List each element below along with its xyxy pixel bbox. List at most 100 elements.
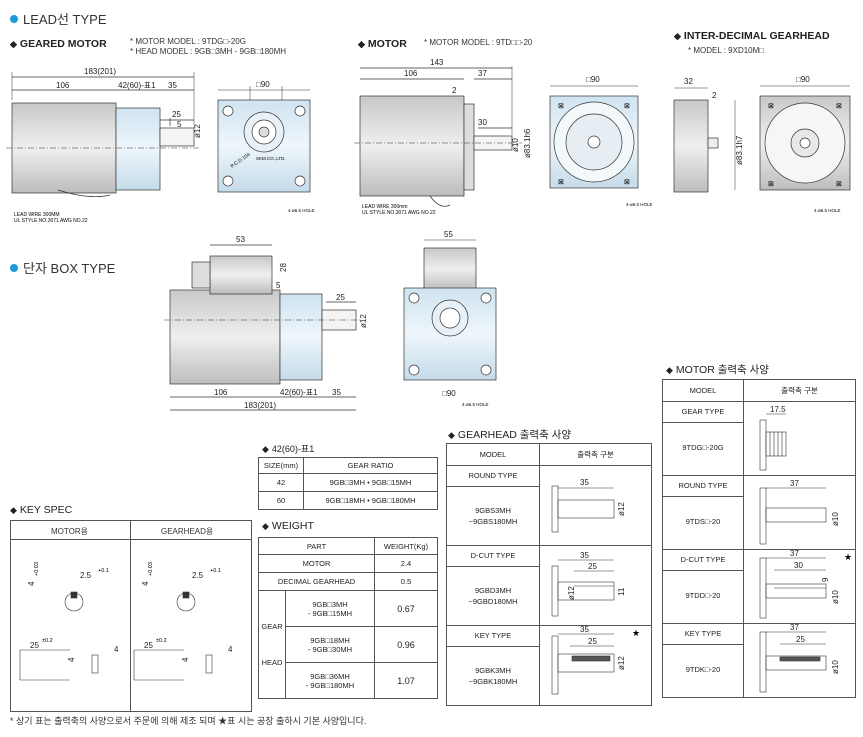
dcut-shaft-drawing: 35 25 ø12 11 [551, 551, 626, 617]
svg-text:ø12: ø12 [617, 656, 626, 670]
motor-dim-phi10: ø10 [511, 138, 520, 152]
table-row: 9GB□18MH- 9GB□30MH 0.96 [259, 626, 438, 663]
footnote: * 상기 표는 출력축의 사양으로서 주문에 의해 제조 되며 ★표 시는 공장… [10, 716, 367, 726]
term-hole-note: 4-ø6.5 HOLE [462, 402, 489, 407]
motor-lead-note2: UL STYLE NO.3071 AWG NO.22 [362, 210, 436, 216]
svg-text:11: 11 [617, 587, 626, 596]
bullet-dot-icon [10, 15, 18, 23]
gm-dim-total: 183(201) [84, 67, 116, 76]
inter-decimal-front-view: ⊠⊠ ⊠⊠ [759, 85, 851, 191]
diamond-icon: ◆ [262, 444, 269, 454]
term-dim-53: 53 [236, 235, 245, 244]
motor-dim-2: 2 [452, 86, 457, 95]
key-spec-header-motor: MOTOR용 [51, 527, 88, 536]
svg-text:⊠: ⊠ [624, 179, 630, 186]
svg-text:35: 35 [580, 478, 589, 487]
motor-dim-30: 30 [478, 118, 487, 127]
diamond-icon: ◆ [262, 521, 269, 531]
motor-front-view: ⊠ ⊠ ⊠ ⊠ [549, 85, 639, 189]
gm-dim-sq90: □90 [256, 80, 270, 89]
svg-text:9: 9 [821, 577, 830, 582]
geared-motor-front-view [217, 86, 311, 193]
geared-motor-side-view [6, 72, 200, 197]
key-spec-box: MOTOR용 GEARHEAD용 [10, 520, 252, 712]
table-row: KEY TYPE 9TDK□-20 37 25 ø10 [662, 623, 856, 698]
weight-heading: ◆WEIGHT [262, 520, 314, 532]
svg-text:37: 37 [790, 479, 799, 488]
term-dim-28: 28 [279, 263, 288, 272]
weight-header-part: PART [258, 537, 375, 555]
gm-dim-42: 42(60)-표1 [118, 81, 156, 90]
lead-type-title: LEAD선 TYPE [10, 9, 107, 28]
key-spec-heading: ◆KEY SPEC [10, 504, 73, 516]
inter-decimal-heading: ◆INTER-DECIMAL GEARHEAD [674, 30, 830, 42]
svg-text:⊠: ⊠ [836, 103, 842, 110]
svg-text:ø12: ø12 [567, 586, 576, 600]
dcut-type-shaft-drawing: 37 30 ø10 9 ★ [759, 550, 852, 619]
gm-dim-25: 25 [172, 110, 181, 119]
gm-dim-5: 5 [177, 120, 182, 129]
term-dim-25: 25 [336, 293, 345, 302]
key-spec-header-gearhead: GEARHEAD용 [161, 527, 214, 536]
inter-dim-32: 32 [684, 77, 693, 86]
diamond-icon: ◆ [448, 430, 455, 440]
geared-head-model: * HEAD MODEL : 9GB□3MH - 9GB□180MH [130, 47, 287, 56]
svg-text:ø10: ø10 [831, 590, 840, 604]
table-row: D-CUT TYPE 9TDD□-20 37 30 ø10 9 ★ [662, 549, 856, 624]
term-dim-183: 183(201) [244, 401, 276, 410]
inter-decimal-side-view [673, 87, 736, 193]
motor-model: * MOTOR MODEL : 9TD□□-20 [424, 38, 533, 47]
weight-header-weight: WEIGHT(Kg) [374, 537, 438, 555]
geared-motor-model: * MOTOR MODEL : 9TDG□-20G [130, 37, 246, 46]
inter-dim-phi83: ø83.1h7 [735, 135, 744, 165]
term-dim-106: 106 [214, 388, 228, 397]
svg-text:25: 25 [588, 562, 597, 571]
term-dim-sq90: □90 [442, 389, 456, 398]
svg-text:⊠: ⊠ [558, 179, 564, 186]
round-shaft-drawing: 35 ø12 [551, 478, 626, 533]
diamond-icon: ◆ [666, 365, 673, 375]
table-row: ROUND TYPE 9GBS3MH~9GBS180MH 35 ø12 [446, 465, 652, 546]
svg-text:17.5: 17.5 [770, 405, 786, 414]
motor-heading: ◆MOTOR [358, 38, 407, 50]
term-dim-55: 55 [444, 230, 453, 239]
svg-text:37: 37 [790, 550, 799, 558]
svg-text:⊠: ⊠ [624, 103, 630, 110]
svg-text:ø10: ø10 [831, 512, 840, 526]
key-type-shaft-drawing: 37 25 ø10 [759, 624, 840, 693]
svg-text:30: 30 [794, 561, 803, 570]
terminal-box-title: 단자 BOX TYPE [10, 258, 115, 277]
default-star-icon: ★ [632, 628, 640, 638]
svg-text:ø10: ø10 [831, 660, 840, 674]
default-star-icon: ★ [844, 552, 852, 562]
gm-hole-note: 4-ø6.5 HOLE [288, 208, 315, 213]
svg-text:25: 25 [588, 637, 597, 646]
inter-dim-2: 2 [712, 91, 717, 100]
gm-lead-note2: UL STYLE NO.3071 AWG NO.22 [14, 218, 88, 224]
motor-shaft-heading: ◆MOTOR 출력축 사양 [666, 364, 769, 376]
svg-text:ø12: ø12 [617, 502, 626, 516]
motor-dim-phi83: ø83.1h6 [523, 128, 532, 158]
gs-header-shaft: 출력축 구분 [539, 443, 652, 466]
table-row: KEY TYPE 9GBK3MH~9GBK180MH 35 25 ø12 ★ [446, 625, 652, 706]
table-row: ROUND TYPE 9TDS□-20 37 ø10 [662, 475, 856, 550]
diamond-icon: ◆ [10, 39, 17, 49]
inter-dim-sq90: □90 [796, 75, 810, 84]
svg-text:⊠: ⊠ [836, 181, 842, 188]
gs-header-model: MODEL [446, 443, 540, 466]
term-dim-phi12: ø12 [359, 314, 368, 328]
bullet-dot-icon [10, 264, 18, 272]
terminal-side-view [164, 244, 362, 411]
svg-text:⊠: ⊠ [558, 103, 564, 110]
motor-lead-note1: LEAD WIRE 300mm [362, 204, 408, 210]
diamond-icon: ◆ [10, 505, 17, 515]
inter-hole-note: 4-ø6.5 HOLE [814, 208, 841, 213]
motor-dim-sq90: □90 [586, 75, 600, 84]
